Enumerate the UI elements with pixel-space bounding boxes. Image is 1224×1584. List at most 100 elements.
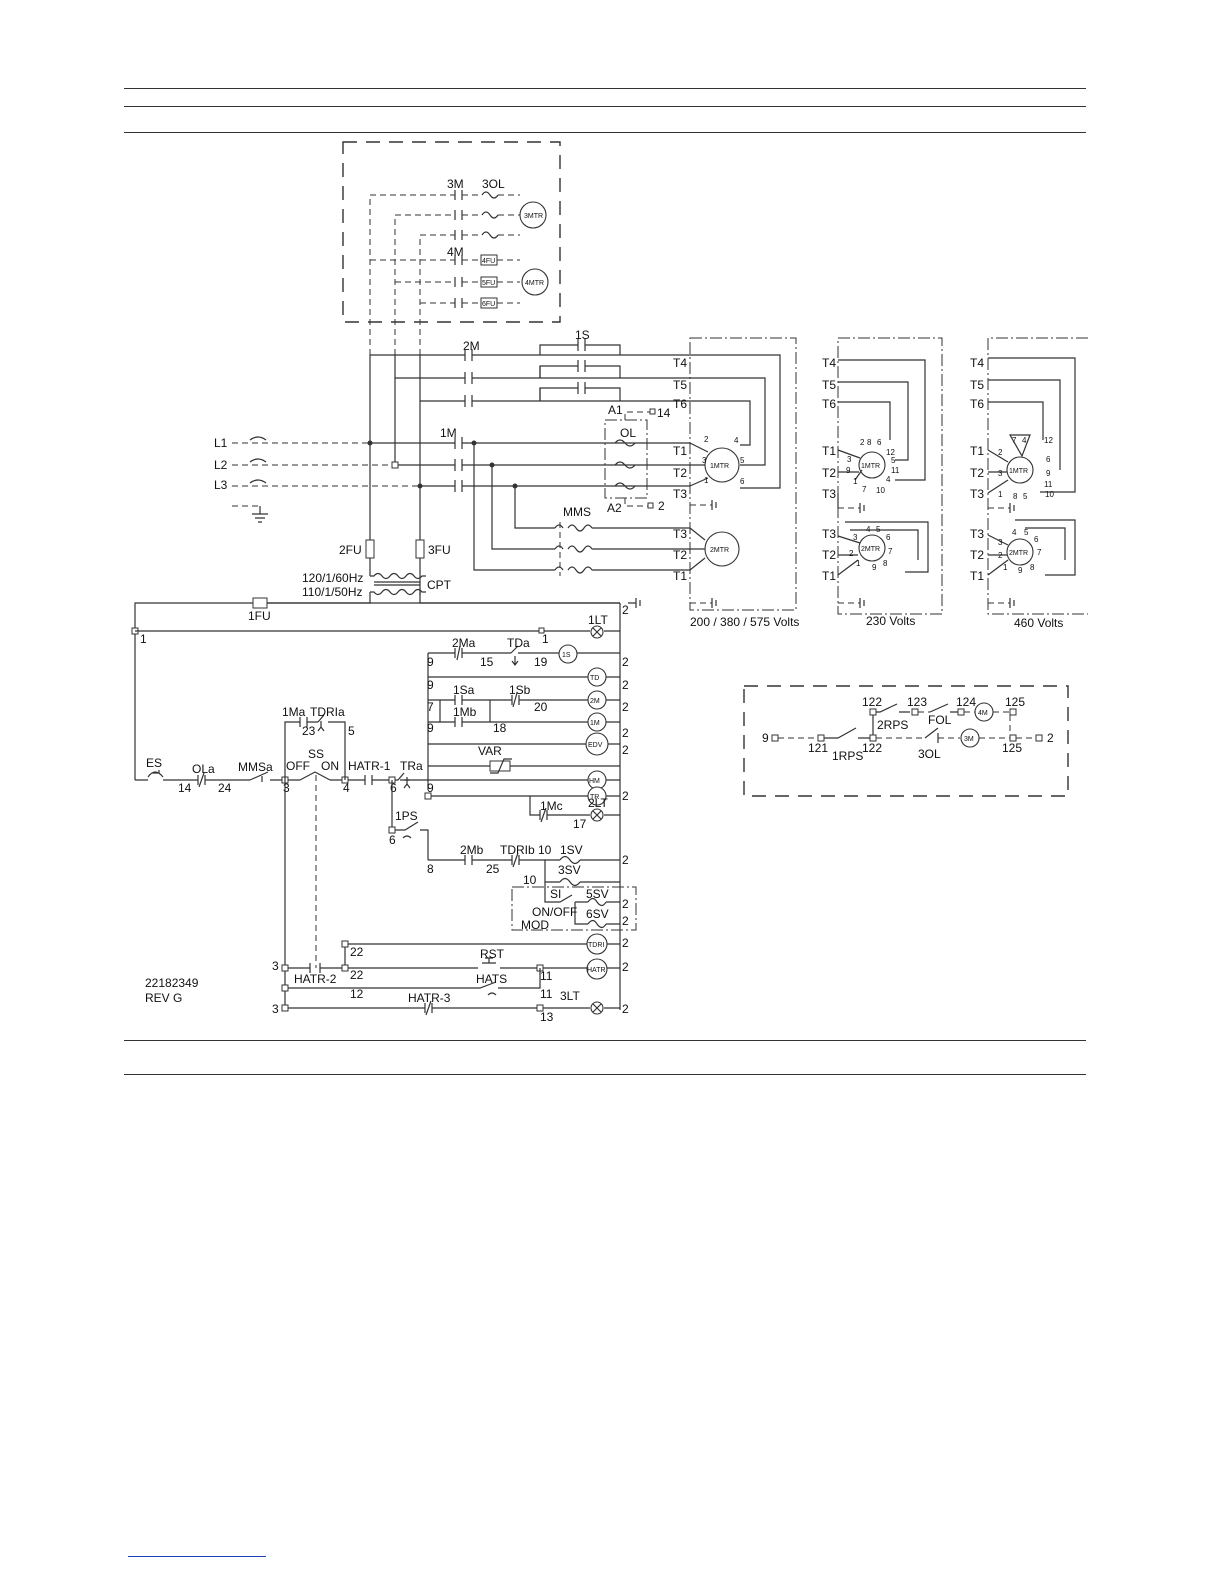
diagram-label: 4 [866,525,871,534]
label-5sv: 5SV [586,887,609,901]
diagram-label: 9 [1046,469,1051,478]
label-120-60hz: 120/1/60Hz [302,571,363,585]
diagram-label: 12 [886,448,895,457]
diagram-label: 5 [348,724,355,738]
diagram-label: EDV [588,742,603,749]
diagram-label: 3 [702,456,707,465]
460-volt-connection-panel: T4 T5 T6 1MTR T1 T2 T3 7 4 12 2 6 3 9 11… [970,337,1088,630]
diagram-label: 3 [272,1002,279,1016]
header-rule-bottom [124,132,1086,133]
diagram-label: 6 [886,533,891,542]
diagram-label: 2 [998,448,1003,457]
diagram-label: 122 [862,695,882,709]
label-3fu: 3FU [428,543,451,557]
diagram-label: 9 [1018,566,1023,575]
diagram-label: T1 [970,569,984,583]
diagram-label: 9 [872,563,877,572]
footer-rule-top [124,1040,1086,1041]
edv-coil [585,732,609,756]
diagram-label: 23 [302,724,316,738]
label-1sv: 1SV [560,843,583,857]
label-1s: 1S [575,328,590,342]
diagram-label: 125 [1005,695,1025,709]
2mtr-motor-460v [1006,538,1034,566]
diagram-label: 9 [427,655,434,669]
control-ladder: 1FU 2 1 1 1LT 2Ma 15 TDa 19 1S 9 2 TD 9 [131,597,641,1024]
var-varistor [489,760,511,772]
diagram-label: 2 [622,789,629,803]
diagram-label: 1MTR [710,463,729,470]
label-hatr-3: HATR-3 [408,991,451,1005]
diagram-label: T3 [822,527,836,541]
label-on-off: ON/OFF [532,905,577,919]
label-ss: SS [308,747,324,761]
label-200-380-575-volts: 200 / 380 / 575 Volts [690,615,799,629]
1fu-fuse [252,597,268,609]
label-hatr-1: HATR-1 [348,759,391,773]
diagram-label: 6 [1046,455,1051,464]
diagram-label: 9 [427,721,434,735]
diagram-label: 22 [350,945,364,959]
diagram-label: 14 [657,406,671,420]
cpt-secondary [370,588,426,596]
diagram-label: 22 [350,968,364,982]
label-si: SI [550,887,561,901]
diagram-label: 1 [856,559,861,568]
label-1m: 1M [440,426,457,440]
diagram-label: 2 [622,743,629,757]
diagram-label: 2 [998,551,1003,560]
label-3m: 3M [447,177,464,191]
diagram-label: 14 [178,781,192,795]
diagram-label: 3 [283,781,290,795]
label-mms: MMS [563,505,591,519]
diagram-label: T6 [673,397,687,411]
1mtr-motor-460v [1006,456,1034,484]
diagram-label: 7 [427,700,434,714]
label-cpt: CPT [427,578,452,592]
diagram-label: 2 [704,435,709,444]
diagram-label: T3 [673,487,687,501]
diagram-label: T1 [822,569,836,583]
diagram-label: 5 [876,525,881,534]
diagram-label: 2MTR [710,547,729,554]
diagram-label: 5 [1023,492,1028,501]
label-1sa: 1Sa [453,683,475,697]
diagram-label: HATR [587,967,606,974]
diagram-label: 17 [573,817,587,831]
label-1fu: 1FU [248,609,271,623]
label-1mc: 1Mc [540,799,563,813]
diagram-label: T3 [970,527,984,541]
diagram-label: 2M [590,698,600,705]
diagram-label: T1 [673,569,687,583]
diagram-label: 121 [808,741,828,755]
diagram-label: 5FU [482,280,495,287]
diagram-label: 3 [998,469,1003,478]
diagram-label: 3 [847,455,852,464]
diagram-label: 9 [427,781,434,795]
1mtr-motor-230v [858,451,886,479]
label-3lt: 3LT [560,989,580,1003]
label-ss-on: ON [321,759,339,773]
diagram-label: 2 [622,603,629,617]
diagram-label: 8 [1013,492,1018,501]
diagram-label: 24 [218,781,232,795]
diagram-label: 5 [1024,528,1029,537]
diagram-label: 4MTR [525,280,544,287]
diagram-label: 8 [1030,563,1035,572]
label-460-volts: 460 Volts [1014,616,1063,630]
diagram-label: TD [590,675,599,682]
label-1mb: 1Mb [453,705,477,719]
diagram-label: HM [589,778,600,785]
diagram-label: 10 [538,843,552,857]
label-110-50hz: 110/1/50Hz [302,585,363,599]
label-mmsa: MMSa [238,760,273,774]
diagram-label: T1 [822,444,836,458]
diagram-label: 6 [390,781,397,795]
diagram-label: 2 [849,549,854,558]
diagram-label: T5 [970,378,984,392]
2mtr-motor-200v [704,531,740,567]
tr-coil [587,786,607,806]
3mtr-motor [519,201,547,229]
cpt-primary [370,572,426,580]
